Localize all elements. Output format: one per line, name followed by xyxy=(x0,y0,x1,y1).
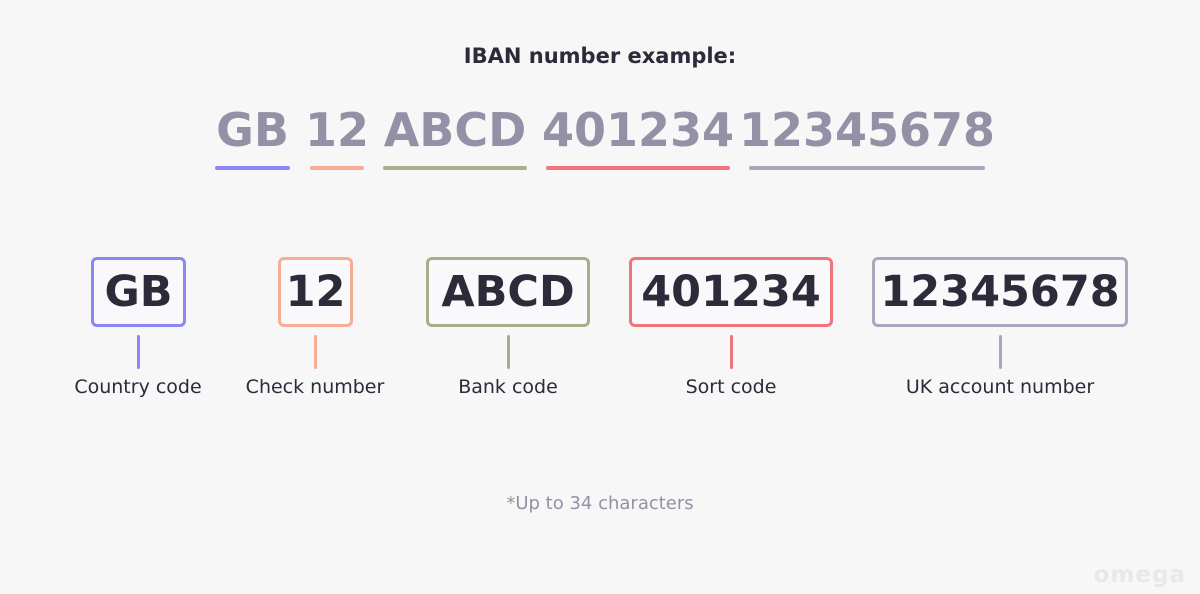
segment-box-sort: 401234 xyxy=(629,257,833,327)
iban-underline-country xyxy=(215,166,290,170)
iban-part-country: GB xyxy=(215,100,290,170)
segment-box-account: 12345678 xyxy=(872,257,1128,327)
iban-part-text: 12 xyxy=(305,103,370,157)
segment-box-check: 12 xyxy=(278,257,353,327)
segment-label-country: Country code xyxy=(74,376,202,398)
iban-part-text: 12345678 xyxy=(738,103,996,157)
connector-country xyxy=(137,335,140,369)
iban-part-account: 12345678 xyxy=(739,100,995,170)
brand-logo: omega xyxy=(1093,562,1186,588)
iban-underline-bank xyxy=(383,166,527,170)
segment-label-check: Check number xyxy=(245,376,385,398)
connector-account xyxy=(999,335,1002,369)
iban-part-check: 12 xyxy=(305,100,369,170)
iban-underline-sort xyxy=(546,166,730,170)
iban-part-text: ABCD xyxy=(383,103,527,157)
segment-box-country: GB xyxy=(91,257,186,327)
connector-bank xyxy=(507,335,510,369)
iban-part-text: 401234 xyxy=(541,103,735,157)
iban-underline-check xyxy=(310,166,364,170)
iban-part-text: GB xyxy=(216,103,289,157)
connector-sort xyxy=(730,335,733,369)
iban-part-sort: 401234 xyxy=(542,100,734,170)
connector-check xyxy=(314,335,317,369)
diagram-title: IBAN number example: xyxy=(463,44,737,68)
segment-box-bank: ABCD xyxy=(426,257,590,327)
footnote: *Up to 34 characters xyxy=(506,493,694,514)
segment-label-account: UK account number xyxy=(905,376,1095,398)
iban-underline-account xyxy=(749,166,985,170)
segment-label-sort: Sort code xyxy=(685,376,777,398)
segment-label-bank: Bank code xyxy=(458,376,558,398)
iban-part-bank: ABCD xyxy=(383,100,527,170)
